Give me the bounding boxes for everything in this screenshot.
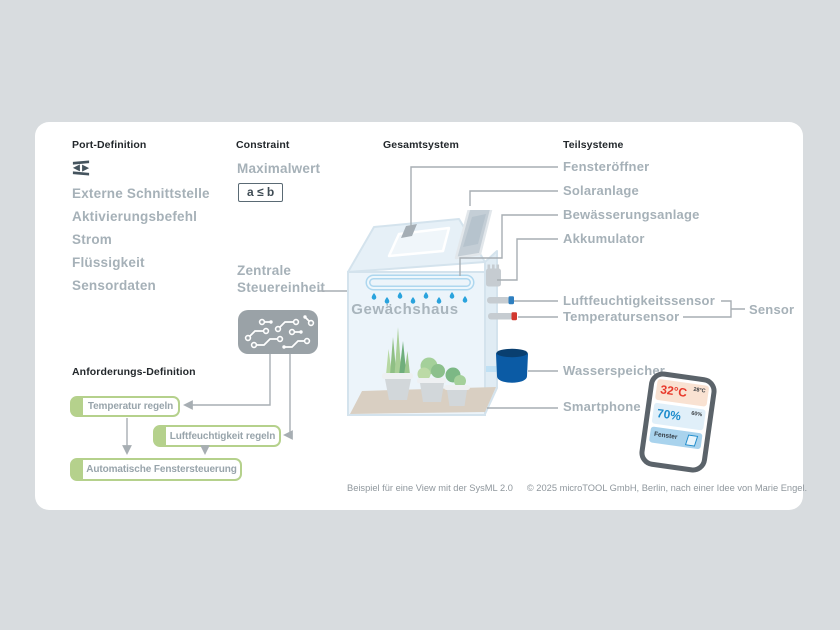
port-definition-heading: Port-Definition xyxy=(72,139,147,151)
requirement-label: Automatische Fenstersteuerung xyxy=(86,464,237,475)
requirement-luftfeuchtigkeit-regeln: Luftfeuchtigkeit regeln xyxy=(153,425,281,447)
central-unit-line2: Steuereinheit xyxy=(237,280,326,295)
teilsysteme-heading: Teilsysteme xyxy=(563,139,624,151)
subsystem-luftfeuchtigkeitssensor: Luftfeuchtigkeitssensor xyxy=(563,293,715,308)
phone-window-row: Fenster xyxy=(648,426,703,450)
circuit-board-icon xyxy=(238,310,318,354)
subsystem-smartphone: Smartphone xyxy=(563,399,641,414)
irrigation-pipe-inner xyxy=(367,276,473,289)
phone-humidity-target: 60% xyxy=(690,410,703,419)
barrel-pipe xyxy=(486,366,498,372)
port-item: Aktivierungsbefehl xyxy=(72,209,198,224)
port-item: Sensordaten xyxy=(72,278,156,293)
requirement-label: Luftfeuchtigkeit regeln xyxy=(169,430,276,442)
phone-temperature-value: 32°C xyxy=(659,382,688,400)
plant-snake xyxy=(382,327,413,400)
port-icon xyxy=(72,160,90,176)
humidity-sensor-device xyxy=(487,296,514,305)
subsystem-bewaesserungsanlage: Bewässerungsanlage xyxy=(563,207,700,222)
line-to-req2 xyxy=(283,354,293,440)
window-opener-flap xyxy=(401,224,417,238)
footer-copyright: © 2025 microTOOL GmbH, Berlin, nach eine… xyxy=(526,483,808,493)
requirement-automatische-fenstersteuerung: Automatische Fenstersteuerung xyxy=(70,458,242,481)
diagram-card: Port-Definition Constraint Gesamtsystem … xyxy=(35,122,807,510)
temperature-sensor-device xyxy=(488,312,517,321)
central-unit-line1: Zentrale xyxy=(237,263,292,278)
requirement-temperatur-regeln: Temperatur regeln xyxy=(70,396,180,417)
plant-succulent xyxy=(417,357,446,402)
requirement-tab xyxy=(72,460,83,479)
solar-panel-cells xyxy=(463,214,486,247)
port-item: Flüssigkeit xyxy=(72,255,145,270)
line-akkumulator xyxy=(497,238,558,281)
water-droplets xyxy=(371,292,468,304)
smartphone-illustration: 32°C 28°C 70% 60% Fenster xyxy=(637,369,719,475)
phone-humidity-row: 70% 60% xyxy=(651,402,706,431)
sensor-group-label: Sensor xyxy=(749,302,795,317)
requirement-tab xyxy=(72,398,83,415)
port-item: Externe Schnittstelle xyxy=(72,186,210,201)
accumulator-device xyxy=(486,264,501,287)
constraint-expression-box: a ≤ b xyxy=(238,183,284,202)
constraint-name: Maximalwert xyxy=(237,161,321,176)
connector-lines xyxy=(122,166,745,455)
port-item: Strom xyxy=(72,232,113,247)
line-solaranlage xyxy=(469,190,558,206)
sensor-bracket xyxy=(683,300,745,318)
requirement-tab xyxy=(155,427,166,445)
subsystem-solaranlage: Solaranlage xyxy=(563,183,639,198)
phone-temperature-target: 28°C xyxy=(692,386,706,395)
plant-round xyxy=(444,367,470,406)
footer-caption: Beispiel für eine View mit der SysML 2.0… xyxy=(347,483,821,493)
water-barrel xyxy=(496,348,528,383)
subsystem-akkumulator: Akkumulator xyxy=(563,231,645,246)
phone-humidity-value: 70% xyxy=(656,406,682,424)
anforderungs-definition-heading: Anforderungs-Definition xyxy=(72,366,196,378)
line-fensteroeffner xyxy=(410,166,558,230)
footer-example-text: Beispiel für eine View mit der SysML 2.0 xyxy=(347,483,513,493)
gesamtsystem-heading: Gesamtsystem xyxy=(383,139,459,151)
central-unit-label: Zentrale Steuereinheit xyxy=(237,262,325,296)
subsystem-wasserspeicher: Wasserspeicher xyxy=(563,363,666,378)
requirement-label: Temperatur regeln xyxy=(87,401,174,412)
phone-temperature-row: 32°C 28°C xyxy=(654,378,710,407)
window-icon xyxy=(684,434,699,447)
line-bewaesserung xyxy=(459,214,558,276)
constraint-heading: Constraint xyxy=(236,139,290,151)
greenhouse-illustration xyxy=(347,210,528,416)
port-definition-list: Externe Schnittstelle Aktivierungsbefehl… xyxy=(72,182,210,297)
greenhouse-label: Gewächshaus xyxy=(351,301,459,318)
subsystem-fensteroeffner: Fensteröffner xyxy=(563,159,650,174)
line-to-req1 xyxy=(183,354,271,410)
phone-window-label: Fenster xyxy=(653,430,678,442)
subsystem-temperatursensor: Temperatursensor xyxy=(563,309,680,324)
